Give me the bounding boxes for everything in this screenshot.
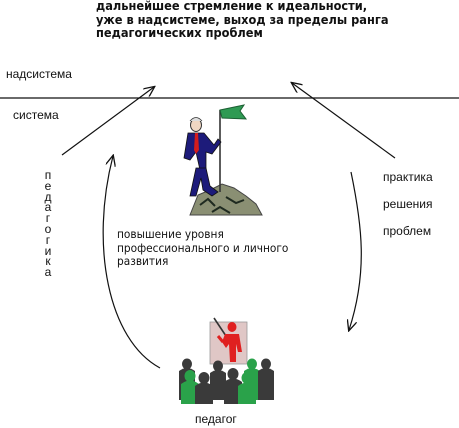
growth-line-3: развития bbox=[117, 254, 169, 268]
vertical-letter: а bbox=[44, 265, 52, 280]
growth-line-2: профессионального и личного bbox=[117, 240, 289, 255]
right-label-3: проблем bbox=[383, 224, 432, 238]
vertical-letter: г bbox=[45, 211, 51, 226]
vertical-letter: е bbox=[44, 178, 52, 193]
vertical-letter: п bbox=[44, 168, 52, 182]
left-rising-arrow bbox=[61, 87, 154, 156]
right-label-2: решения bbox=[383, 197, 433, 211]
title-line-3: педагогических проблем bbox=[96, 26, 263, 40]
growth-line-1: повышение уровня bbox=[117, 227, 224, 241]
upper-level-label: надсистема bbox=[6, 67, 72, 81]
right-curved-arrow bbox=[349, 171, 362, 330]
diagram-title: дальнейшее стремление к идеальности, уже… bbox=[96, 0, 389, 41]
right-label-1: практика bbox=[383, 170, 433, 184]
title-line-2: уже в надсистеме, выход за пределы ранга bbox=[96, 12, 389, 27]
title-line-1: дальнейшее стремление к идеальности, bbox=[96, 0, 368, 13]
teacher-label: педагог bbox=[195, 412, 237, 426]
vertical-letter: о bbox=[44, 221, 52, 236]
vertical-letter: а bbox=[44, 200, 52, 215]
teacher-with-audience-icon bbox=[179, 317, 274, 404]
vertical-letter: г bbox=[45, 232, 51, 247]
right-rising-arrow bbox=[292, 83, 396, 159]
vertical-letter: к bbox=[45, 254, 51, 269]
climber-with-flag-icon bbox=[183, 104, 263, 216]
vertical-letter: д bbox=[44, 189, 52, 204]
right-label-group: практика решения проблем bbox=[383, 170, 433, 251]
growth-caption: повышение уровня профессионального и лич… bbox=[117, 227, 289, 269]
vertical-letter: и bbox=[44, 243, 52, 258]
lower-level-label: система bbox=[13, 108, 59, 122]
left-curved-arrow bbox=[102, 156, 161, 369]
